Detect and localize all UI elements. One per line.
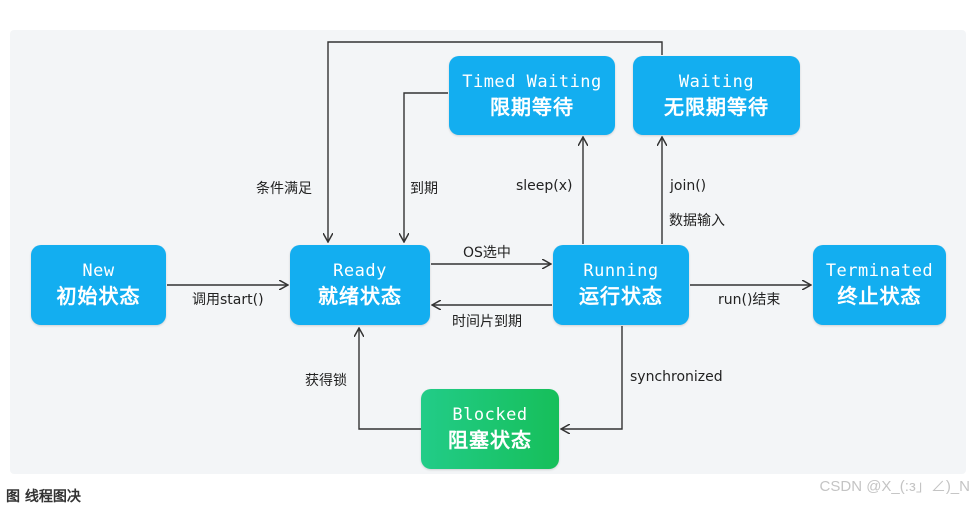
label-run-end: run()结束 [718,292,781,308]
label-sleep: sleep(x) [516,178,573,194]
figure-caption: 图 线程图决 [6,489,81,505]
arrow-waiting-ready [328,41,663,241]
state-terminated: Terminated 终止状态 [813,245,946,325]
arrow-blocked-ready [359,329,421,430]
state-waiting-en: Waiting [678,71,755,92]
arrow-running-blocked [562,326,623,429]
state-new: New 初始状态 [31,245,166,325]
state-timed-waiting: Timed Waiting 限期等待 [449,56,615,135]
label-os-select: OS选中 [463,245,511,261]
state-running-en: Running [583,261,659,281]
csdn-watermark: CSDN @X_(:з」∠)_N [819,478,970,495]
label-data-input: 数据输入 [669,213,725,229]
state-timed-waiting-zh: 限期等待 [490,94,574,119]
state-blocked-en: Blocked [452,405,528,425]
state-ready-zh: 就绪状态 [318,284,402,308]
state-timed-waiting-en: Timed Waiting [462,71,602,92]
state-waiting: Waiting 无限期等待 [633,56,800,135]
state-new-zh: 初始状态 [56,284,141,308]
state-running: Running 运行状态 [553,245,689,325]
arrow-timed-waiting-ready [404,92,448,241]
state-terminated-zh: 终止状态 [837,284,922,308]
label-join: join() [670,178,707,194]
label-start: 调用start() [192,292,264,308]
state-terminated-en: Terminated [825,261,934,281]
label-synchronized: synchronized [630,369,723,385]
state-waiting-zh: 无限期等待 [664,94,769,119]
state-running-zh: 运行状态 [579,284,663,308]
state-ready-en: Ready [333,261,387,281]
state-new-en: New [82,261,115,281]
label-condition-met: 条件满足 [256,181,312,197]
label-acquire-lock: 获得锁 [305,373,347,389]
label-time-slice: 时间片到期 [452,314,522,330]
state-ready: Ready 就绪状态 [290,245,430,325]
label-timeout: 到期 [410,181,438,197]
state-blocked-zh: 阻塞状态 [448,428,532,452]
state-blocked: Blocked 阻塞状态 [421,389,559,469]
